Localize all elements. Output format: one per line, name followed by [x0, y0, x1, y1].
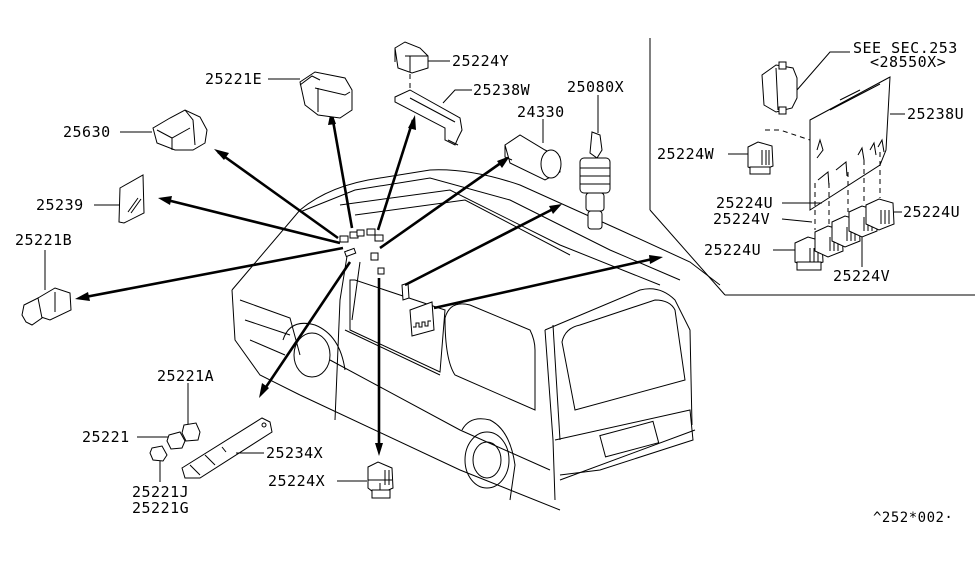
label-25224W: 25224W: [657, 145, 715, 163]
label-25238W: 25238W: [473, 81, 531, 99]
relay-cluster-icon[interactable]: [794, 198, 895, 271]
part-25221J-icon[interactable]: [149, 445, 168, 462]
part-25080X-icon[interactable]: [579, 131, 611, 230]
arrow-to-25221E: [330, 114, 354, 229]
label-25224V-bottom: 25224V: [833, 267, 890, 285]
label-25224Y: 25224Y: [452, 52, 509, 70]
label-25224X: 25224X: [268, 472, 325, 490]
label-25221: 25221: [82, 428, 130, 446]
label-25630: 25630: [63, 123, 111, 141]
part-28550X-icon[interactable]: [761, 61, 798, 115]
label-25221J: 25221J: [132, 483, 189, 501]
part-25221E-icon[interactable]: [299, 71, 353, 119]
part-25234X-icon[interactable]: [181, 417, 273, 479]
part-25238W-icon[interactable]: [394, 89, 463, 146]
label-25224U-right: 25224U: [903, 203, 960, 221]
arrow-to-24330: [379, 158, 506, 250]
part-25224X-icon[interactable]: [367, 461, 394, 499]
arrow-to-25239: [162, 197, 341, 245]
label-25224V-left: 25224V: [713, 210, 770, 228]
diagram-code: ^252*002·: [873, 510, 953, 526]
part-25221A-icon[interactable]: [181, 422, 201, 442]
arrow-to-25234X: [260, 261, 352, 394]
part-25630-icon[interactable]: [152, 109, 208, 151]
label-25238U: 25238U: [907, 105, 964, 123]
label-25239: 25239: [36, 196, 84, 214]
arrow-to-25221B: [79, 246, 344, 300]
part-24330-icon[interactable]: [504, 134, 562, 181]
label-25224U-top: 25224U: [716, 194, 773, 212]
part-25238U-icon[interactable]: [809, 76, 891, 211]
label-25234X: 25234X: [266, 444, 323, 462]
part-25221B-icon[interactable]: [21, 287, 72, 326]
label-28550X: <28550X>: [870, 53, 946, 71]
part-25239-icon[interactable]: [118, 174, 145, 224]
inset-frame: [649, 38, 975, 296]
arrow-to-25630: [217, 150, 339, 240]
part-25224Y-icon[interactable]: [394, 41, 429, 74]
arrow-to-25080X: [404, 205, 558, 287]
arrow-to-25238W: [376, 119, 415, 231]
label-25221A: 25221A: [157, 367, 214, 385]
label-see-sec-253: SEE SEC.253: [853, 39, 958, 57]
label-25221E: 25221E: [205, 70, 262, 88]
label-25080X: 25080X: [567, 78, 624, 96]
relay-mount-lines: [765, 129, 881, 230]
label-25224U-left: 25224U: [704, 241, 761, 259]
label-25221G: 25221G: [132, 499, 189, 517]
part-25221-icon[interactable]: [166, 431, 186, 450]
van-illustration: [231, 169, 721, 511]
arrow-to-relay-bracket: [433, 256, 658, 310]
part-25224W-icon[interactable]: [747, 141, 774, 175]
pointer-arrows: [75, 110, 663, 456]
label-24330: 24330: [517, 103, 565, 121]
label-25221B: 25221B: [15, 231, 72, 249]
